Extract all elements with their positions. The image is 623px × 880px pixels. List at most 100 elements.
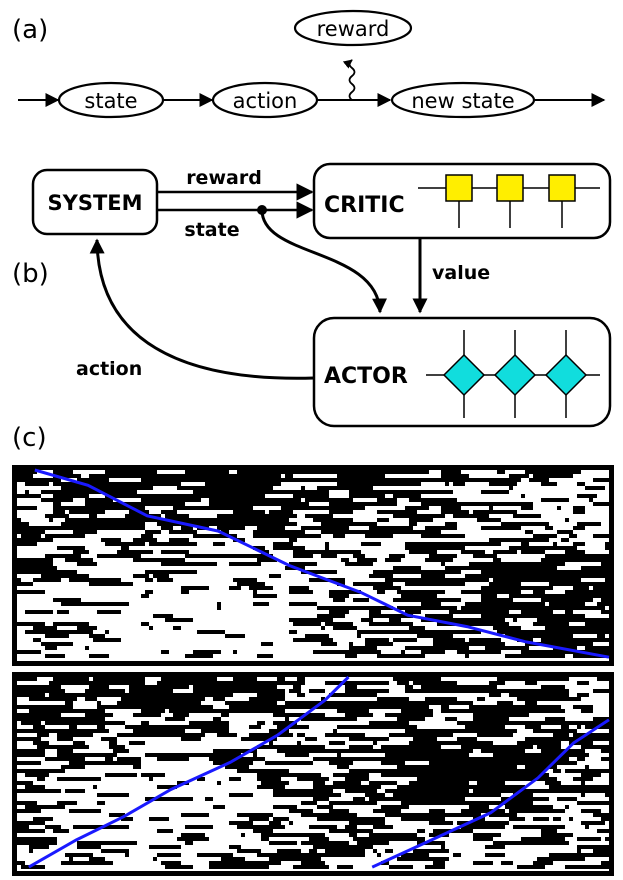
cell-block	[41, 789, 61, 793]
cell-block	[333, 781, 341, 785]
cell-block	[329, 606, 357, 610]
cell-block	[453, 769, 461, 773]
cell-block	[129, 689, 145, 693]
cell-block	[581, 602, 585, 606]
cell-block	[25, 530, 45, 534]
cell-block	[169, 570, 193, 574]
cell-block	[429, 630, 433, 634]
cell-block	[213, 490, 217, 494]
cell-block	[397, 490, 413, 494]
cell-block	[97, 502, 113, 506]
cell-block	[249, 586, 273, 590]
cell-block	[541, 697, 565, 701]
cell-block	[17, 693, 45, 697]
cell-block	[345, 701, 349, 705]
cell-block	[33, 526, 49, 530]
cell-block	[273, 793, 289, 797]
cell-block	[93, 677, 105, 681]
cell-block	[517, 757, 537, 761]
cell-block	[237, 861, 253, 865]
cell-block	[61, 574, 89, 578]
cell-block	[169, 725, 193, 729]
cell-block	[509, 705, 521, 709]
cell-block	[501, 861, 513, 865]
cell-block	[353, 598, 369, 602]
cell-block	[109, 689, 117, 693]
cell-block	[393, 622, 401, 626]
cell-block	[485, 490, 509, 494]
cell-block	[337, 849, 365, 853]
cell-block	[553, 833, 573, 837]
cell-block	[517, 749, 525, 753]
cell-block	[361, 841, 369, 845]
cell-block	[137, 514, 141, 518]
cell-block	[481, 793, 493, 797]
cell-block	[341, 845, 361, 849]
cell-block	[369, 650, 381, 654]
cell-block	[333, 845, 337, 849]
cell-block	[493, 602, 521, 606]
cell-block	[221, 713, 229, 717]
cell-block	[585, 594, 597, 598]
cell-block	[21, 721, 41, 725]
cell-block	[173, 797, 193, 801]
cell-block	[377, 654, 405, 658]
cell-block	[133, 550, 145, 554]
cell-block	[197, 697, 201, 701]
cell-block	[129, 757, 141, 761]
cell-block	[49, 693, 69, 697]
cell-block	[249, 478, 273, 482]
cell-block	[521, 805, 549, 809]
cell-block	[533, 534, 557, 538]
cell-block	[313, 650, 337, 654]
cell-block	[301, 713, 325, 717]
cell-block	[261, 550, 269, 554]
cell-block	[297, 853, 325, 857]
cell-block	[493, 793, 501, 797]
cell-block	[557, 614, 569, 618]
cell-block	[53, 470, 73, 474]
cell-block	[517, 697, 525, 701]
cell-block	[585, 646, 605, 650]
cell-block	[453, 801, 461, 805]
cell-block	[177, 474, 205, 478]
cell-block	[69, 693, 89, 697]
cell-block	[229, 562, 249, 566]
node-state-label: state	[84, 89, 137, 113]
cell-block	[105, 526, 113, 530]
cell-block	[429, 677, 441, 681]
cell-block	[153, 574, 157, 578]
cell-block	[513, 618, 517, 622]
cell-block	[261, 642, 273, 646]
cell-block	[269, 841, 273, 845]
cell-block	[113, 761, 117, 765]
cell-block	[557, 530, 573, 534]
cell-block	[297, 745, 305, 749]
cell-block	[353, 486, 373, 490]
cell-block	[437, 622, 445, 626]
cell-block	[101, 538, 105, 542]
cell-block	[261, 781, 289, 785]
cell-block	[477, 518, 501, 522]
cell-block	[349, 494, 361, 498]
cell-block	[129, 685, 133, 689]
cell-block	[545, 554, 569, 558]
cell-block	[553, 853, 561, 857]
cell-block	[545, 781, 557, 785]
cell-block	[17, 685, 25, 689]
cell-block	[89, 721, 97, 725]
cell-block	[565, 590, 577, 594]
cell-block	[549, 638, 565, 642]
cell-block	[549, 741, 561, 745]
cell-block	[401, 817, 421, 821]
cell-block	[293, 550, 321, 554]
cell-block	[285, 518, 289, 522]
cell-block	[605, 570, 609, 574]
cell-block	[349, 829, 373, 833]
cell-block	[605, 853, 609, 857]
cell-block	[541, 598, 557, 602]
cell-block	[241, 737, 257, 741]
cell-block	[409, 470, 429, 474]
cell-block	[381, 761, 405, 765]
cell-block	[301, 777, 329, 781]
